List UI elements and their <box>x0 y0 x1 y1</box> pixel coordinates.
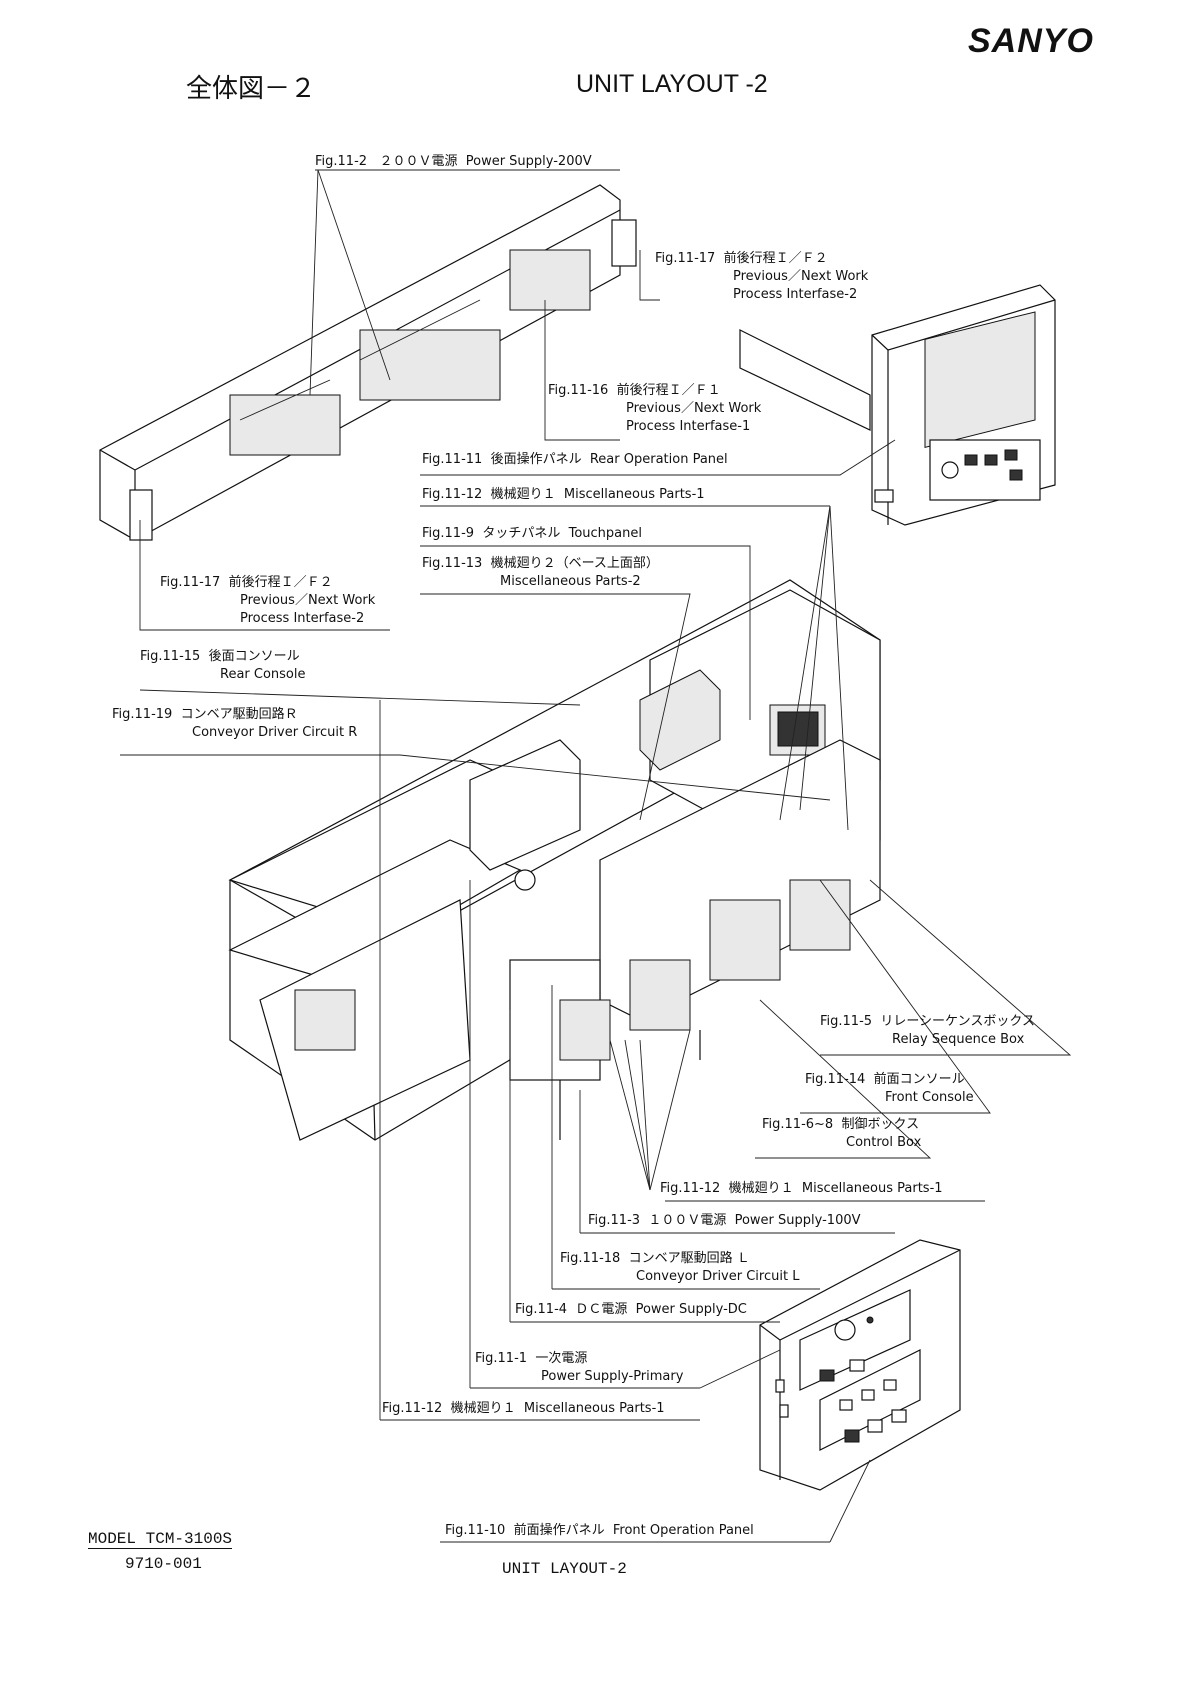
callout-rear-console: Fig.11-15 後面コンソール Rear Console <box>140 649 306 682</box>
rear-cabinet-drawing <box>99 184 637 541</box>
leader-lines <box>120 169 1072 1543</box>
callout-power-supply-dc: Fig.11-4 ＤＣ電源 Power Supply-DC <box>515 1302 747 1317</box>
callout-touchpanel: Fig.11-9 タッチパネル Touchpanel <box>422 526 642 541</box>
callout-process-interface-2-left: Fig.11-17 前後行程Ｉ／Ｆ２ Previous／Next Work Pr… <box>160 575 376 626</box>
callout-power-supply-200v: Fig.11-2 ２００Ｖ電源 Power Supply-200V <box>315 153 592 171</box>
callout-misc-parts-1-lower: Fig.11-12 機械廻り１ Miscellaneous Parts-1 <box>382 1401 665 1416</box>
callout-misc-parts-1-upper: Fig.11-12 機械廻り１ Miscellaneous Parts-1 <box>422 487 705 502</box>
document-number: 9710-001 <box>125 1555 202 1573</box>
page-title-english: UNIT LAYOUT -2 <box>576 70 768 98</box>
rear-operation-panel-drawing <box>739 284 1056 526</box>
callout-conveyor-driver-l: Fig.11-18 コンベア駆動回路 Ｌ Conveyor Driver Cir… <box>560 1251 800 1284</box>
front-operation-panel-drawing <box>759 1239 961 1491</box>
callout-process-interface-1: Fig.11-16 前後行程Ｉ／Ｆ１ Previous／Next Work Pr… <box>548 383 762 434</box>
main-machine-drawing <box>228 579 881 1141</box>
callout-conveyor-driver-r: Fig.11-19 コンベア駆動回路Ｒ Conveyor Driver Circ… <box>112 707 358 740</box>
model-number: MODEL TCM-3100S <box>88 1530 233 1549</box>
callout-front-operation-panel: Fig.11-10 前面操作パネル Front Operation Panel <box>445 1523 754 1538</box>
callout-power-supply-primary: Fig.11-1 一次電源 Power Supply-Primary <box>475 1351 684 1384</box>
callout-misc-parts-1-right: Fig.11-12 機械廻り１ Miscellaneous Parts-1 <box>660 1181 943 1196</box>
callout-power-supply-100v: Fig.11-3 １００Ｖ電源 Power Supply-100V <box>588 1213 861 1228</box>
callout-relay-sequence-box: Fig.11-5 リレーシーケンスボックス Relay Sequence Box <box>820 1014 1036 1047</box>
callout-process-interface-2-top: Fig.11-17 前後行程Ｉ／Ｆ２ Previous／Next Work Pr… <box>655 251 869 302</box>
callout-misc-parts-2: Fig.11-13 機械廻り２（ベース上面部） Miscellaneous Pa… <box>422 556 659 589</box>
page-title-japanese: 全体図－２ <box>186 74 317 104</box>
callout-control-box: Fig.11-6~8 制御ボックス Control Box <box>762 1117 922 1150</box>
callout-rear-operation-panel: Fig.11-11 後面操作パネル Rear Operation Panel <box>422 452 728 467</box>
fig-number: Fig.11-2 ２００Ｖ電源 Power Supply-200V <box>315 154 592 169</box>
footer-page-title: UNIT LAYOUT-2 <box>502 1560 627 1578</box>
callout-front-console: Fig.11-14 前面コンソール Front Console <box>805 1072 974 1105</box>
sanyo-logo: SANYO <box>968 22 1094 60</box>
